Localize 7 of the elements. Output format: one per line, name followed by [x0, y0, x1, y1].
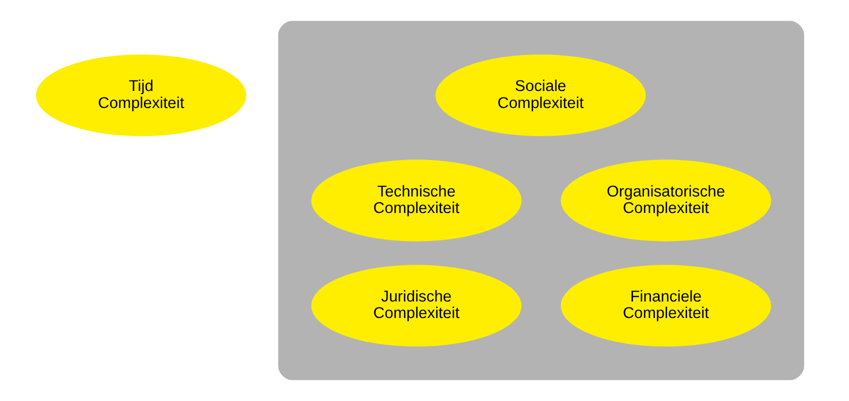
node-ellipse: Juridische Complexiteit [311, 264, 522, 347]
cluster [278, 20, 804, 380]
node-ellipse: Sociale Complexiteit [435, 54, 646, 136]
node-ellipse: Organisatorische Complexiteit [560, 160, 772, 242]
node-ellipse: Technische Complexiteit [311, 160, 522, 242]
node-ellipse: Financiele Complexiteit [560, 264, 772, 347]
node-ellipse: Tijd Complexiteit [36, 54, 246, 136]
